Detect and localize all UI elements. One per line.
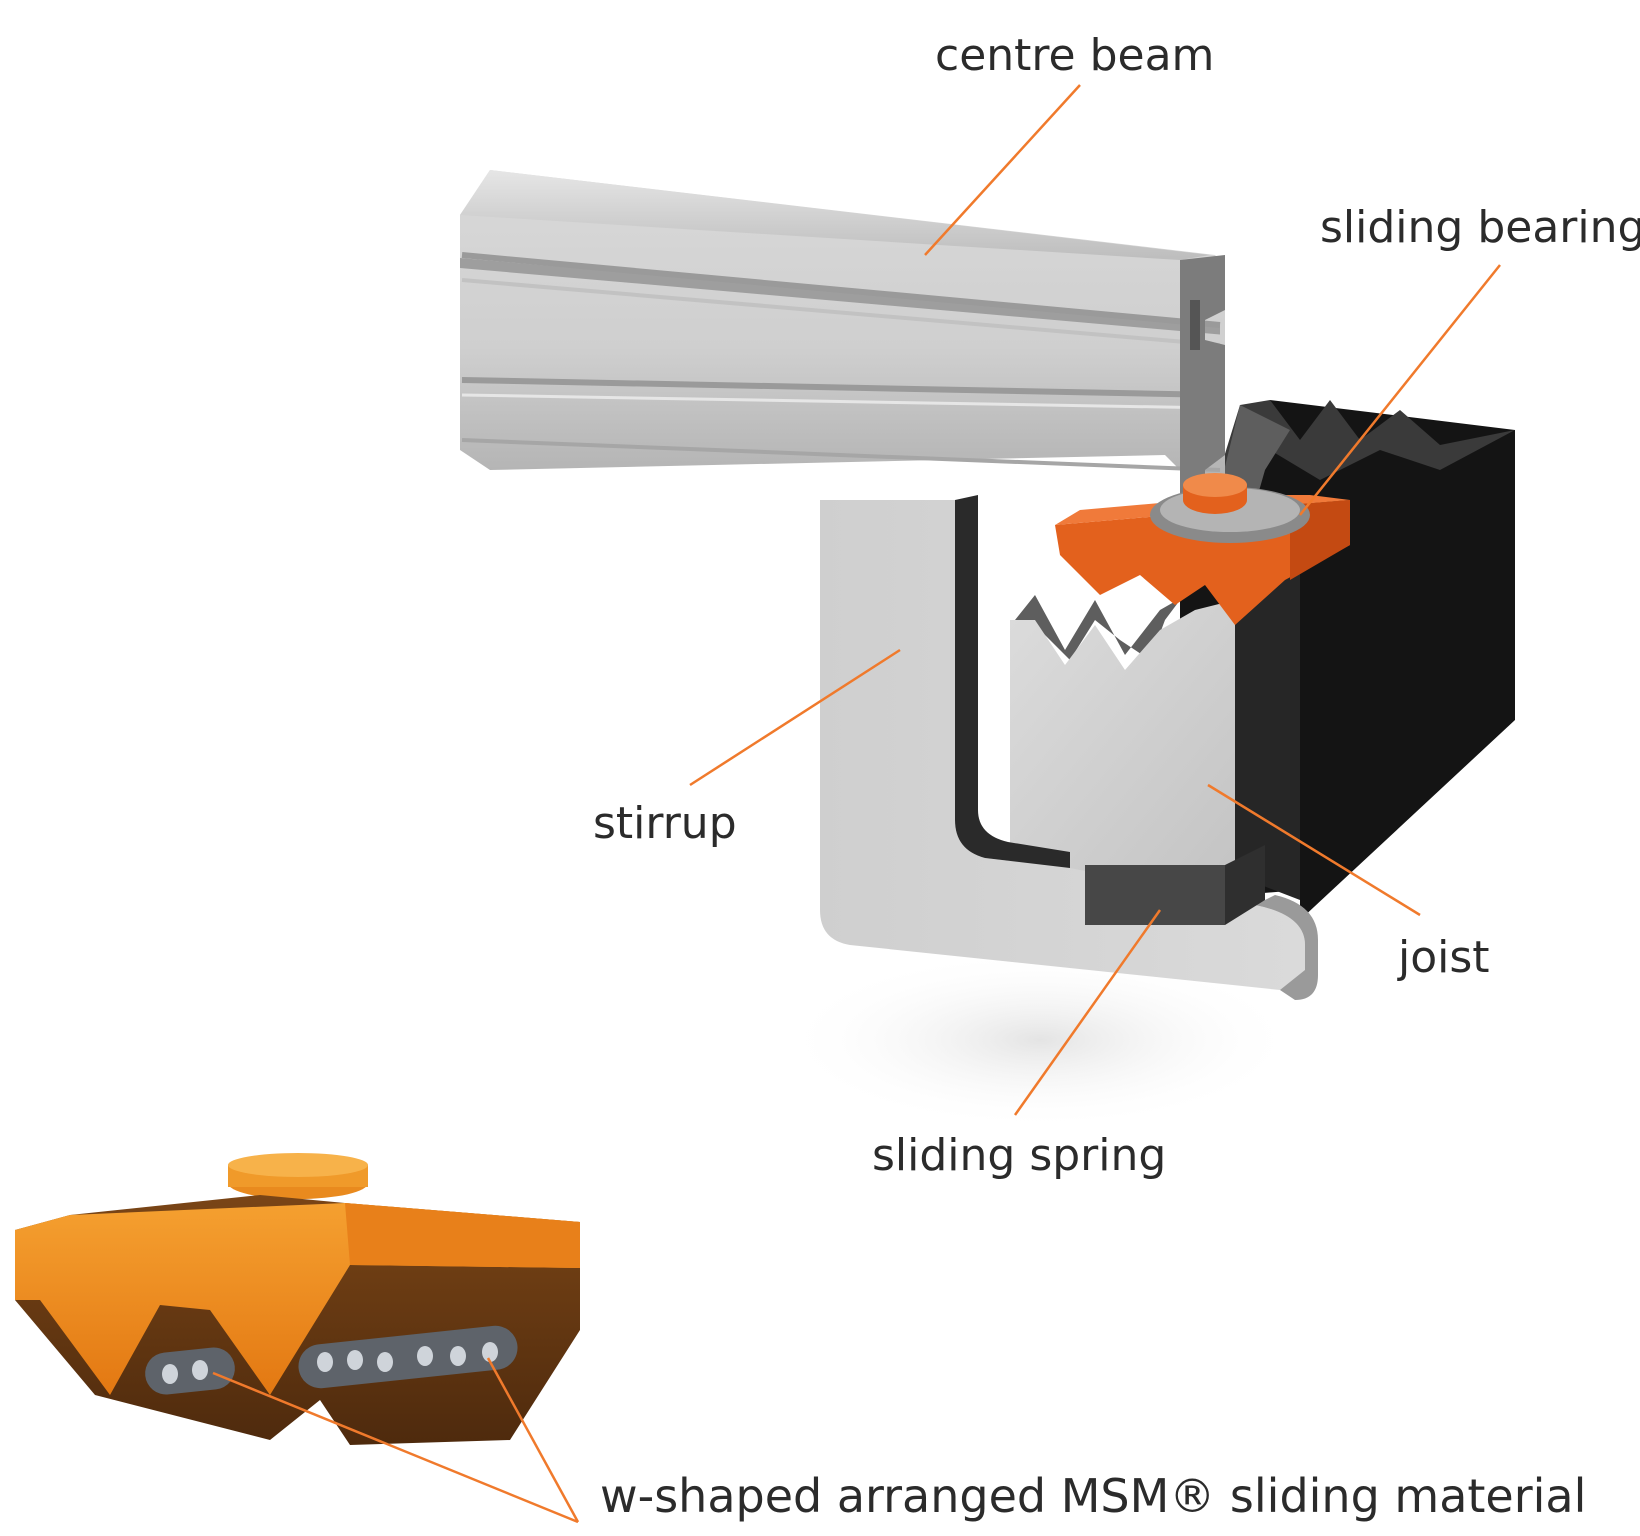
leader-sliding-bearing (1299, 264, 1501, 516)
label-centre-beam: centre beam (935, 30, 1214, 81)
stirrup (820, 495, 1318, 1000)
msm-pad-right (298, 1325, 518, 1389)
label-joist: joist (1397, 932, 1490, 983)
joist (1010, 400, 1515, 920)
bearing-detail (15, 1153, 580, 1445)
leader-sliding-material-2 (486, 1357, 580, 1523)
msm-sliding-pads (145, 1325, 518, 1395)
label-sliding-bearing: sliding bearing (1320, 202, 1640, 253)
leader-lines (212, 84, 1501, 1524)
label-sliding-material: w-shaped arranged MSM® sliding material (600, 1469, 1586, 1523)
sliding-spring-side (1225, 845, 1265, 925)
centre-beam (460, 170, 1225, 525)
sliding-bearing (1055, 473, 1350, 625)
main-assembly (460, 170, 1515, 1130)
label-stirrup: stirrup (593, 798, 737, 849)
leader-centre-beam (924, 84, 1081, 256)
leader-sliding-material-1 (212, 1371, 579, 1524)
label-sliding-spring: sliding spring (872, 1130, 1166, 1181)
leader-joist (1207, 783, 1421, 917)
floor-shadow (780, 950, 1300, 1130)
labels: centre beam sliding bearing stirrup jois… (593, 30, 1640, 1523)
leader-sliding-spring (1013, 909, 1162, 1116)
leader-stirrup (689, 648, 901, 787)
